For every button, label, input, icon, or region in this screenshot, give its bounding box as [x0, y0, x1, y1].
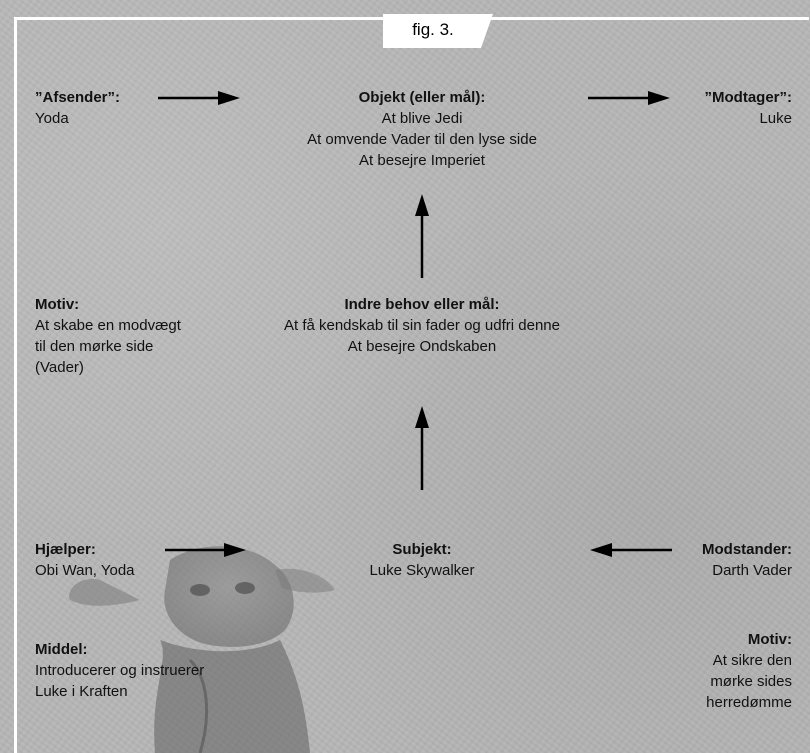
motive-right-heading: Motiv: — [747, 631, 792, 648]
means-line: Introducerer og instruerer — [35, 662, 205, 679]
arrow-helper-to-subject — [165, 543, 246, 557]
means-line: Luke i Kraften — [35, 683, 128, 700]
inner-need-line: At få kendskab til sin fader og udfri de… — [283, 317, 560, 334]
object-line: At besejre Imperiet — [359, 152, 485, 169]
means-heading: Middel: — [35, 641, 88, 658]
receiver-heading: ”Modtager”: — [704, 89, 793, 106]
arrow-object-to-receiver — [588, 91, 670, 105]
sender-heading: ”Afsender”: — [35, 89, 121, 106]
motive-right-line: herredømme — [706, 694, 792, 711]
receiver-value: Luke — [759, 110, 792, 127]
inner-need-heading: Indre behov eller mål: — [344, 296, 500, 313]
sender-block: ”Afsender”: Yoda — [35, 87, 120, 129]
motive-right-line: At sikre den — [712, 652, 792, 669]
sender-value: Yoda — [35, 110, 69, 127]
helper-value: Obi Wan, Yoda — [35, 562, 135, 579]
arrow-subject-to-inner-need — [415, 406, 429, 490]
arrow-inner-need-to-object — [415, 194, 429, 278]
inner-need-block: Indre behov eller mål: At få kendskab ti… — [222, 294, 622, 357]
opponent-value: Darth Vader — [712, 562, 792, 579]
subject-block: Subjekt: Luke Skywalker — [222, 539, 622, 581]
object-line: At omvende Vader til den lyse side — [307, 131, 537, 148]
motive-left-line: til den mørke side — [35, 338, 154, 355]
helper-block: Hjælper: Obi Wan, Yoda — [35, 539, 135, 581]
motive-right-block: Motiv: At sikre den mørke sides herredøm… — [706, 629, 792, 713]
receiver-block: ”Modtager”: Luke — [705, 87, 793, 129]
inner-need-line: At besejre Ondskaben — [347, 338, 497, 355]
object-heading: Objekt (eller mål): — [358, 89, 486, 106]
opponent-block: Modstander: Darth Vader — [702, 539, 792, 581]
subject-heading: Subjekt: — [392, 541, 452, 558]
object-line: At blive Jedi — [381, 110, 463, 127]
motive-left-heading: Motiv: — [35, 296, 80, 313]
opponent-heading: Modstander: — [702, 541, 792, 558]
motive-left-line: (Vader) — [35, 359, 84, 376]
arrow-opponent-to-subject — [590, 543, 672, 557]
arrow-sender-to-object — [158, 91, 240, 105]
motive-left-line: At skabe en modvægt — [35, 317, 181, 334]
means-block: Middel: Introducerer og instruerer Luke … — [35, 639, 204, 702]
helper-heading: Hjælper: — [35, 541, 96, 558]
subject-value: Luke Skywalker — [369, 562, 475, 579]
motive-right-line: mørke sides — [710, 673, 792, 690]
yoda-image — [69, 546, 335, 753]
motive-left-block: Motiv: At skabe en modvægt til den mørke… — [35, 294, 181, 378]
figure-label-tab — [383, 14, 493, 48]
figure-label: fig. 3. — [412, 20, 454, 39]
object-block: Objekt (eller mål): At blive Jedi At omv… — [222, 87, 622, 171]
